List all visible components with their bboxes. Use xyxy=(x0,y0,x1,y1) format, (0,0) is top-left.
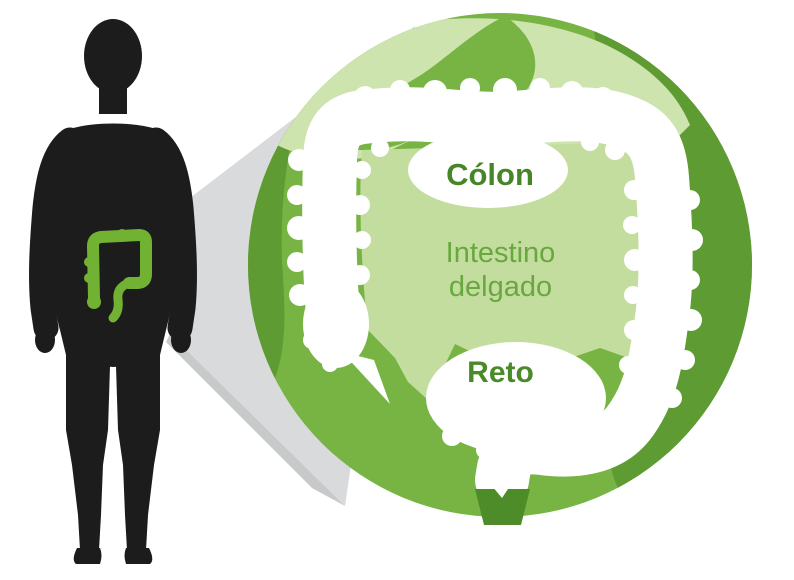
left-hand xyxy=(35,327,55,353)
head xyxy=(84,19,142,93)
right-foot xyxy=(124,548,153,564)
right-arm xyxy=(143,127,197,341)
colon-label-bulge xyxy=(408,132,568,208)
sigmoid-bulge xyxy=(426,342,606,454)
left-arm xyxy=(29,127,83,341)
colon-illustration xyxy=(287,78,703,507)
left-leg xyxy=(66,352,110,550)
haustra-bumps xyxy=(287,78,703,461)
rectum-tip xyxy=(492,486,510,498)
left-foot xyxy=(73,548,102,564)
small-intestine-area xyxy=(360,142,664,400)
right-hand xyxy=(171,327,191,353)
neck xyxy=(99,80,127,114)
torso xyxy=(49,123,177,367)
magnifier-circle xyxy=(248,13,752,517)
rectum-stem xyxy=(475,489,530,525)
colon-tube xyxy=(302,87,693,507)
human-silhouette xyxy=(29,19,197,564)
cecum xyxy=(303,280,369,368)
right-leg xyxy=(116,352,160,550)
appendix xyxy=(342,352,390,404)
highlighted-colon-icon xyxy=(84,229,152,323)
rectum-tube xyxy=(485,435,521,507)
zoom-cone-shadow xyxy=(166,334,345,506)
